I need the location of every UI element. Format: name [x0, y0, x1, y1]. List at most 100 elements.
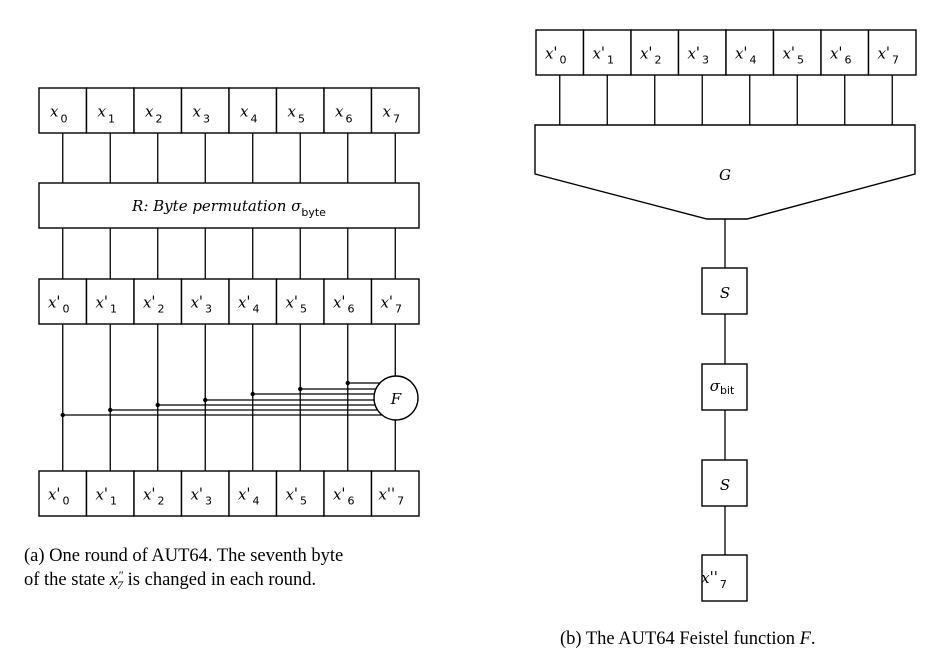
permuted-cell-label: x'7: [380, 293, 402, 316]
wires-top-to-permutation: [62, 133, 396, 183]
permuted-cell-box: [85, 278, 135, 325]
output-cell-5: x'5: [275, 470, 325, 517]
output-byte-box: [701, 554, 748, 602]
feistel-input-cell-box: [630, 29, 680, 76]
permuted-cell-1: x'1: [85, 278, 135, 325]
output-cell-label: x'4: [238, 485, 260, 508]
output-cell-label: x'0: [48, 485, 70, 508]
output-cell-box: [323, 470, 373, 517]
s-box-2: [701, 459, 748, 507]
junction-dot-5: [298, 386, 303, 392]
input-cell-box: [133, 87, 183, 134]
permuted-cell-box: [228, 278, 278, 325]
input-cell-box: [180, 87, 230, 134]
caption-b: (b) The AUT64 Feistel function F.: [560, 629, 816, 649]
permuted-cell-5: x'5: [275, 278, 325, 325]
feistel-input-cell-1: x'1: [582, 29, 632, 76]
permuted-cell-box: [38, 278, 88, 325]
feistel-input-cell-box: [677, 29, 727, 76]
junction-dot-1: [108, 407, 113, 413]
output-cell-label: x'2: [143, 485, 165, 508]
junction-dot-0: [60, 412, 65, 418]
feistel-input-cell-0: x'0: [535, 29, 585, 76]
permuted-cell-label: x'1: [95, 293, 117, 316]
g-compression-block: [534, 124, 916, 220]
input-cell-box: [38, 87, 88, 134]
output-cell-label: x''7: [378, 485, 404, 508]
permuted-cell-0: x'0: [38, 278, 88, 325]
feistel-input-cell-4: x'4: [725, 29, 775, 76]
output-cell-3: x'3: [180, 470, 230, 517]
permuted-cell-7: x'7: [370, 278, 420, 325]
output-cell-box: [228, 470, 278, 517]
output-cell-label: x'5: [285, 485, 307, 508]
output-cell-1: x'1: [85, 470, 135, 517]
permuted-cell-box: [133, 278, 183, 325]
feistel-function-label: F: [390, 390, 402, 408]
permuted-cell-4: x'4: [228, 278, 278, 325]
wire-junction-dots: [60, 380, 350, 418]
output-cell-box: [275, 470, 325, 517]
junction-dot-4: [250, 391, 255, 397]
input-cell-box: [323, 87, 373, 134]
permuted-cell-label: x'2: [143, 293, 165, 316]
g-label: G: [719, 166, 731, 184]
wires-mid-to-bottom: [62, 324, 396, 471]
permuted-cell-box: [275, 278, 325, 325]
feistel-input-cell-label: x'4: [735, 44, 757, 67]
state-row-output: x'0 x'1 x'2 x'3 x'4 x'5 x'6 x''7: [38, 470, 420, 517]
feistel-input-cell-label: x'3: [687, 44, 709, 67]
input-cell-box: [85, 87, 135, 134]
feistel-function-node: [373, 375, 419, 421]
output-cell-label: x'1: [95, 485, 117, 508]
feistel-input-cell-5: x'5: [772, 29, 822, 76]
output-cell-label: x'6: [333, 485, 355, 508]
permuted-cell-label: x'3: [190, 293, 212, 316]
permuted-cell-6: x'6: [323, 278, 373, 325]
permuted-cell-label: x'6: [333, 293, 355, 316]
feistel-input-cell-label: x'6: [830, 44, 852, 67]
feistel-input-cell-label: x'5: [782, 44, 804, 67]
permuted-cell-label: x'0: [48, 293, 70, 316]
permuted-cell-2: x'2: [133, 278, 183, 325]
output-cell-7: x''7: [370, 470, 420, 517]
permuted-cell-box: [323, 278, 373, 325]
output-cell-4: x'4: [228, 470, 278, 517]
feistel-input-cell-6: x'6: [820, 29, 870, 76]
output-cell-6: x'6: [323, 470, 373, 517]
s-box-2-label: S: [720, 476, 730, 494]
s-box-1: [701, 267, 748, 315]
s-box-1-label: S: [720, 284, 730, 302]
feistel-input-cell-box: [867, 29, 917, 76]
junction-dot-2: [155, 402, 160, 408]
permuted-cell-box: [370, 278, 420, 325]
feistel-input-cell-box: [582, 29, 632, 76]
feistel-input-cell-label: x'1: [592, 44, 614, 67]
wires-into-feistel: [62, 382, 383, 416]
output-byte-label: x''7: [701, 568, 727, 591]
input-cell-box: [228, 87, 278, 134]
feistel-input-cell-3: x'3: [677, 29, 727, 76]
bit-permutation-label: σbit: [710, 377, 735, 397]
output-cell-box: [180, 470, 230, 517]
output-cell-2: x'2: [133, 470, 183, 517]
feistel-input-cell-label: x'2: [640, 44, 662, 67]
output-cell-0: x'0: [38, 470, 88, 517]
output-cell-box: [85, 470, 135, 517]
